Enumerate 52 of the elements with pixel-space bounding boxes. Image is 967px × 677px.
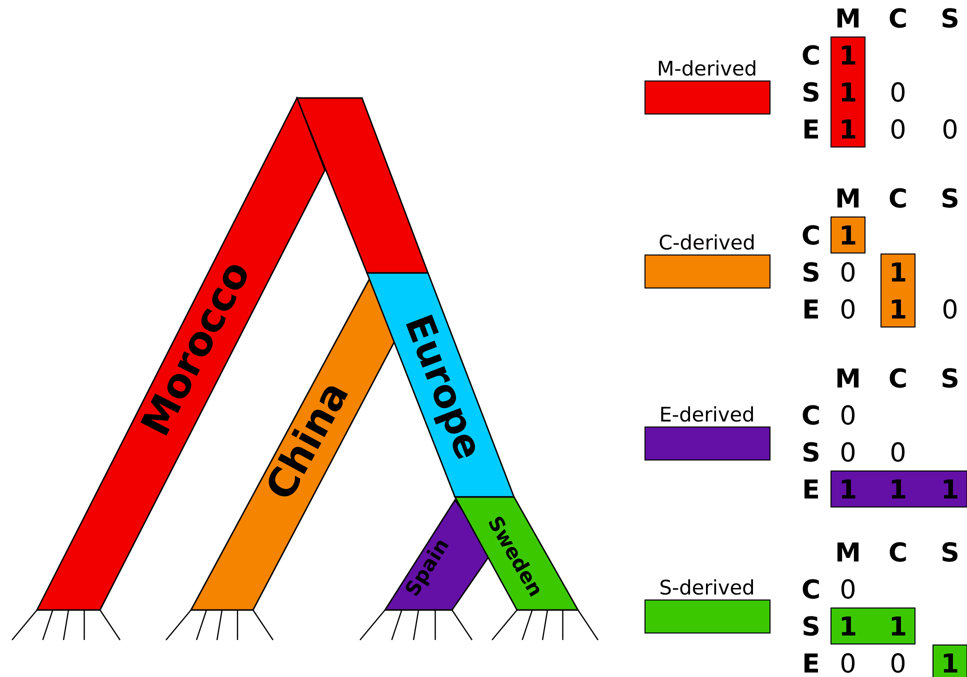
column-header: C [890,8,906,28]
row-header: S [804,442,818,462]
matrix-value: 0 [841,579,855,599]
row-header: E [804,480,818,498]
matrix-value: 1 [944,480,958,498]
matrix-value: 1 [842,480,856,498]
row-header: C [802,579,819,599]
row-header: C [802,225,819,245]
row-header: E [804,654,818,672]
matrix-value: 1 [892,616,906,636]
row-header: S [804,616,818,636]
column-header: M [837,188,859,208]
matrix-value: 1 [842,616,856,636]
row-header: C [802,45,819,65]
matrix-value: 0 [841,653,855,673]
column-header: S [942,8,958,28]
matrix-value: 0 [891,442,905,462]
matrix-value: 1 [842,46,856,64]
row-header: S [804,82,818,102]
matrix-value: 1 [842,82,856,102]
row-header: E [804,120,818,138]
matrix-value: 1 [892,262,906,282]
matrix-value: 0 [841,262,855,282]
row-header: C [802,405,819,425]
matrix-value: 1 [892,480,906,498]
row-header: S [804,262,818,282]
row-header: E [804,300,818,318]
column-header: M [837,542,859,562]
matrix-value: 0 [891,119,905,139]
column-header: M [837,368,859,388]
matrix-value: 0 [943,119,957,139]
legend-label: C-derived [660,234,754,250]
legend-label: E-derived [661,406,753,422]
column-header: C [890,368,906,388]
matrix-value: 0 [891,82,905,102]
matrix-value: 0 [891,653,905,673]
column-header: C [890,188,906,208]
matrix-value: 0 [841,299,855,319]
column-header: M [837,8,859,28]
matrix-value: 0 [943,299,957,319]
matrix-value: 1 [842,226,856,244]
legend-label: S-derived [660,579,753,595]
matrix-value: 1 [892,300,906,318]
matrix-value: 0 [841,405,855,425]
column-header: S [942,542,958,562]
column-header: S [942,188,958,208]
matrix-value: 1 [944,654,958,672]
matrix-value: 0 [841,442,855,462]
column-header: C [890,542,906,562]
matrix-value: 1 [842,120,856,138]
column-header: S [942,368,958,388]
legend-label: M-derived [658,60,756,76]
